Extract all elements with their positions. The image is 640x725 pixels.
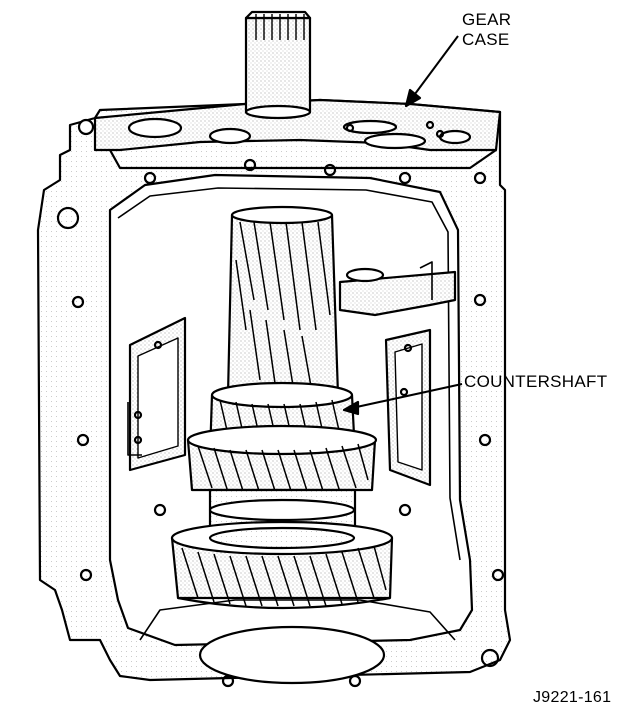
helical-teeth-upper [235, 221, 331, 393]
gear-case-arrowhead [404, 88, 422, 108]
bolt-hole [478, 433, 492, 447]
bolt-hole [71, 295, 85, 309]
bolt-hole [491, 568, 505, 582]
bolt-hole [398, 503, 412, 517]
shaft-splines [255, 14, 305, 40]
bolt-hole [473, 171, 487, 185]
gear-case-leader-line [411, 35, 459, 99]
bolt-hole [398, 171, 412, 185]
deck-opening [342, 119, 398, 135]
bolt-hole [76, 433, 90, 447]
bolt-hole [243, 158, 257, 172]
bolt-hole [323, 163, 337, 177]
bolt-hole [79, 568, 93, 582]
bolt-hole [56, 206, 80, 230]
gear-case-label: GEAR CASE [462, 10, 512, 49]
bolt-hole [473, 293, 487, 307]
bolt-hole [221, 674, 235, 688]
deck-opening [438, 129, 472, 145]
bolt-hole [480, 648, 500, 668]
countershaft-label: COUNTERSHAFT [464, 372, 608, 391]
deck-opening [208, 127, 252, 145]
countershaft-arrowhead [342, 400, 360, 416]
bolt-hole [143, 171, 157, 185]
bolt-hole [153, 503, 167, 517]
deck-opening [127, 117, 183, 139]
countershaft-leader-line [351, 383, 463, 409]
bolt-hole [348, 674, 362, 688]
countershaft-body [226, 213, 340, 397]
deck-opening [363, 132, 427, 150]
right-shift-rail [338, 270, 457, 317]
bottom-bearing-bore [198, 625, 386, 685]
figure-id-label: J9221-161 [533, 689, 612, 706]
